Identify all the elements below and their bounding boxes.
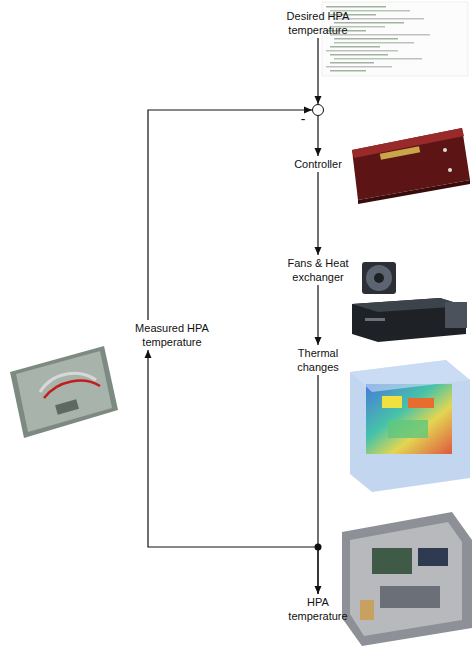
block-text: Desired HPA temperature (283, 9, 353, 37)
connector-line (317, 172, 318, 255)
signal-connector (315, 38, 322, 104)
block-label: Fans & Heat exchanger (276, 255, 360, 285)
summing-junction: - (312, 104, 324, 116)
arrow-head (145, 350, 152, 358)
hpa-module-photo (10, 346, 118, 438)
arrow-head (315, 247, 322, 255)
block-label: Controller (286, 156, 350, 172)
block-text: Thermal changes (287, 346, 349, 374)
arrow-head (315, 148, 322, 156)
block-label: Thermal changes (286, 345, 350, 375)
block-text: Controller (287, 157, 349, 171)
heat-exchanger-photo (352, 298, 467, 342)
connector-line (148, 350, 318, 594)
connector-line (317, 38, 318, 104)
connector-line (317, 285, 318, 345)
block-label: Desired HPA temperature (282, 8, 354, 38)
signal-connector (315, 172, 322, 255)
block-label: HPA temperature (281, 594, 355, 624)
connector-line (148, 110, 312, 320)
block-text: Measured HPA temperature (125, 321, 219, 349)
arrow-head (315, 96, 322, 104)
thermal-simulation (350, 360, 470, 492)
signal-connector (145, 350, 319, 594)
junction-circle (312, 104, 324, 116)
signal-connector (315, 116, 322, 156)
signal-connector (148, 107, 312, 321)
controller-photo (352, 128, 470, 204)
hpa-board-photo (342, 512, 472, 646)
block-text: Fans & Heat exchanger (277, 256, 359, 284)
block-text: HPA temperature (282, 595, 354, 623)
signal-connector (315, 285, 322, 345)
fan-photo (362, 262, 396, 294)
block-label: Measured HPA temperature (124, 320, 220, 350)
arrow-head (315, 337, 322, 345)
sign-label: - (298, 112, 308, 126)
